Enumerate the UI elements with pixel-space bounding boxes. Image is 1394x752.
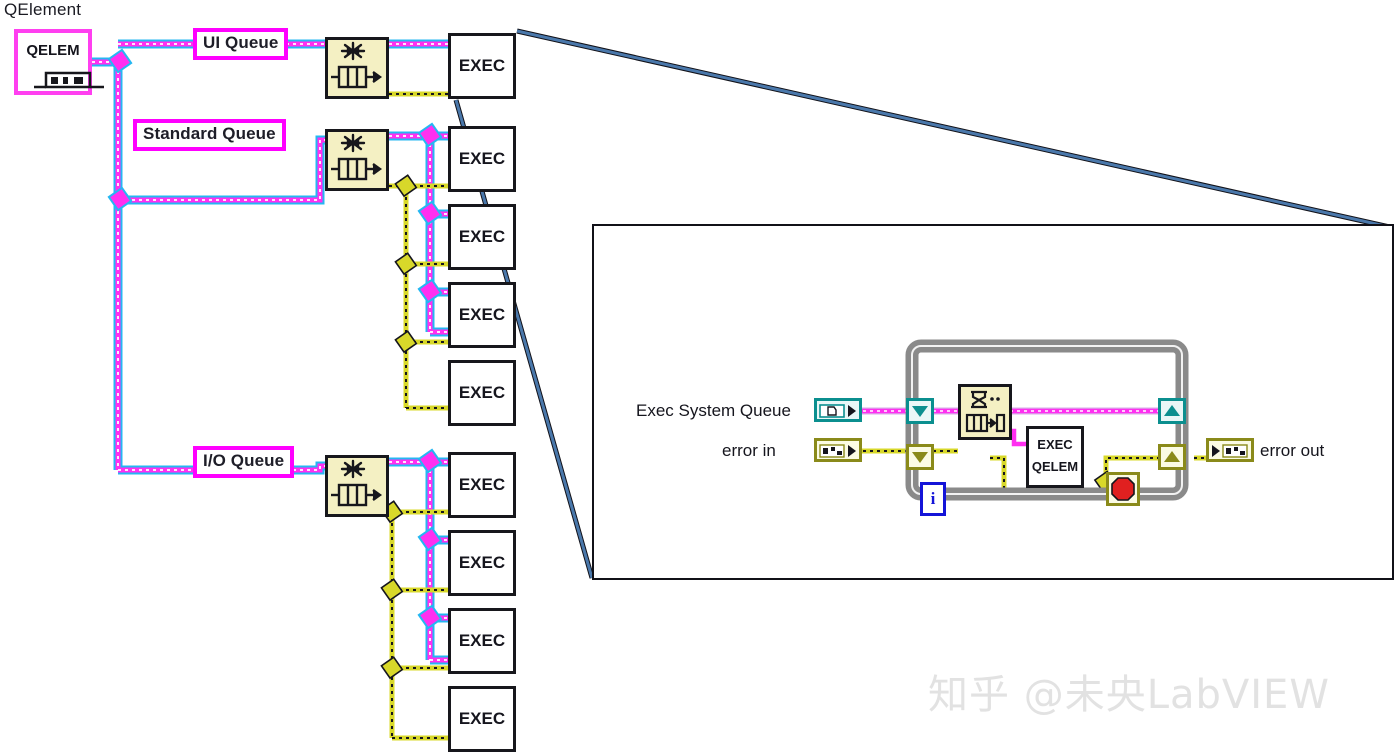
error-cluster-terminal-icon [819, 444, 856, 458]
error-out-terminal[interactable] [1206, 438, 1254, 462]
dequeue-element-icon [965, 390, 1006, 433]
error-in-label: error in [722, 441, 776, 460]
stop-button-terminal[interactable] [1106, 472, 1140, 506]
wire-junction-marks [107, 48, 443, 680]
queue-label-standard[interactable]: Standard Queue [133, 119, 286, 151]
watermark: 知乎 @未央LabVIEW [928, 672, 1330, 718]
exec-box[interactable]: EXEC [448, 686, 516, 752]
dequeue-element-vi[interactable] [958, 384, 1012, 440]
qelem-control[interactable]: QELEM [14, 29, 104, 95]
obtain-queue-vi-standard[interactable] [325, 129, 389, 191]
exec-qelem-subvi[interactable]: EXEC QELEM [1026, 426, 1084, 488]
obtain-queue-icon [331, 459, 383, 507]
iteration-terminal: i [920, 482, 946, 516]
loop-tunnel-queue-in[interactable] [906, 398, 934, 424]
stop-button-icon [1111, 477, 1135, 501]
loop-tunnel-error-out[interactable] [1158, 444, 1186, 470]
exec-box[interactable]: EXEC [448, 608, 516, 674]
chevron-down-icon [912, 406, 928, 417]
qelem-control-label: QELEM [26, 42, 80, 59]
queue-refnum-icon [34, 71, 104, 89]
page-title: QElement [4, 0, 82, 19]
obtain-queue-icon [331, 41, 383, 89]
error-in-terminal[interactable] [814, 438, 862, 462]
exec-box[interactable]: EXEC [448, 452, 516, 518]
chevron-up-icon [1164, 451, 1180, 462]
queue-label-io[interactable]: I/O Queue [193, 446, 295, 478]
obtain-queue-icon [331, 133, 383, 181]
exec-box[interactable]: EXEC [448, 282, 516, 348]
error-out-label: error out [1260, 441, 1325, 460]
exec-box[interactable]: EXEC [448, 126, 516, 192]
exec-system-detail-panel: Exec System Queue error in [592, 224, 1394, 580]
exec-box[interactable]: EXEC [448, 204, 516, 270]
exec-system-queue-terminal[interactable] [814, 398, 862, 422]
queue-label-ui[interactable]: UI Queue [193, 28, 289, 60]
obtain-queue-vi-io[interactable] [325, 455, 389, 517]
exec-box[interactable]: EXEC [448, 33, 516, 99]
exec-box[interactable]: EXEC [448, 360, 516, 426]
chevron-down-icon [912, 452, 928, 463]
exec-system-queue-label: Exec System Queue [636, 401, 791, 420]
error-cluster-terminal-icon [1212, 444, 1248, 458]
loop-tunnel-queue-out[interactable] [1158, 398, 1186, 424]
chevron-up-icon [1164, 405, 1180, 416]
queue-refnum-terminal-icon [819, 404, 856, 418]
exec-box[interactable]: EXEC [448, 530, 516, 596]
loop-tunnel-error-in[interactable] [906, 444, 934, 470]
obtain-queue-vi-ui[interactable] [325, 37, 389, 99]
